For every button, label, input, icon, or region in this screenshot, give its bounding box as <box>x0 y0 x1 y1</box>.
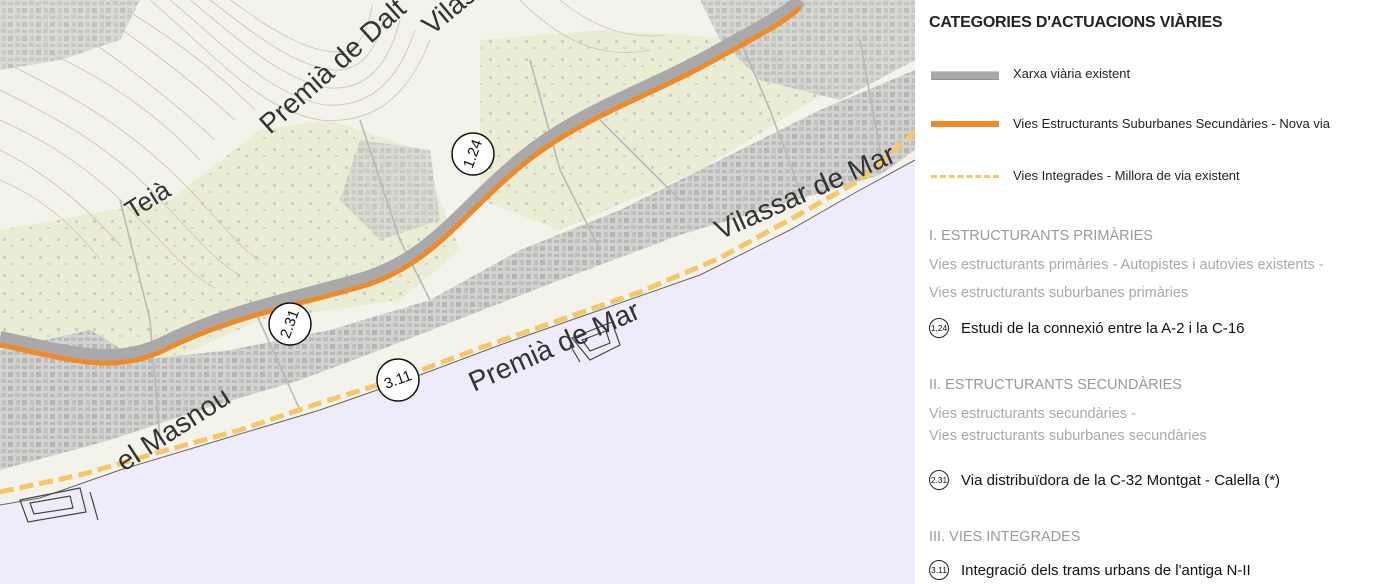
port-premia <box>569 321 621 363</box>
legend-swatch-integrated-road <box>931 175 999 178</box>
sea <box>0 160 915 584</box>
section-heading-primary: I. ESTRUCTURANTS PRIMÀRIES <box>929 228 1153 244</box>
legend-action-3-11[interactable]: 3.11 Integració dels trams urbans de l'a… <box>929 560 1251 580</box>
urban-area <box>0 70 915 470</box>
legend-action-2-31[interactable]: 2.31 Via distribuïdora de la C-32 Montga… <box>929 470 1280 490</box>
new-road <box>0 5 802 366</box>
coastal-road-improvement <box>0 130 915 495</box>
map-view[interactable]: Teià Premià de Dalt Vilassar de Dalt Vil… <box>0 0 915 584</box>
map-legend: CATEGORIES D'ACTUACIONS VIÀRIES Xarxa vi… <box>915 0 1394 584</box>
section-desc-secondary-2: Vies estructurants suburbanes secundàrie… <box>929 428 1207 444</box>
map-badge-1-24[interactable]: 1.24 <box>451 132 495 176</box>
map-badge-3-11[interactable]: 3.11 <box>376 358 420 402</box>
action-badge: 3.11 <box>929 560 949 580</box>
action-badge: 2.31 <box>929 470 949 490</box>
local-streets <box>119 39 881 441</box>
legend-swatch-new-road <box>931 121 999 127</box>
section-heading-secondary: II. ESTRUCTURANTS SECUNDÀRIES <box>929 377 1182 393</box>
coastline <box>0 159 915 506</box>
port-masnou <box>19 487 99 523</box>
action-label: Via distribuïdora de la C-32 Montgat - C… <box>961 471 1281 489</box>
urban-area <box>0 0 140 70</box>
section-desc-secondary-1: Vies estructurants secundàries - <box>929 406 1136 422</box>
section-desc-primary-2: Vies estructurants suburbanes primàries <box>929 285 1189 301</box>
action-badge: 1.24 <box>929 318 949 338</box>
section-heading-integrated: III. VIES INTEGRADES <box>929 529 1081 545</box>
map-badge-2-31[interactable]: 2.31 <box>268 302 312 346</box>
legend-swatch-existing-road <box>931 71 999 80</box>
action-label: Integració dels trams urbans de l'antiga… <box>961 561 1251 579</box>
legend-item-integrated-road: Vies Integrades - Millora de via existen… <box>1013 168 1240 183</box>
legend-action-1-24[interactable]: 1.24 Estudi de la connexió entre la A-2 … <box>929 318 1245 338</box>
action-label: Estudi de la connexió entre la A-2 i la … <box>961 319 1245 337</box>
green-zone <box>480 30 830 230</box>
legend-title: CATEGORIES D'ACTUACIONS VIÀRIES <box>929 14 1223 31</box>
legend-item-existing-road: Xarxa viària existent <box>1013 66 1131 81</box>
section-desc-primary-1: Vies estructurants primàries - Autopiste… <box>929 257 1324 273</box>
existing-road-highway <box>0 0 806 364</box>
urban-area <box>340 140 440 240</box>
legend-item-new-road: Vies Estructurants Suburbanes Secundàrie… <box>1013 116 1330 131</box>
